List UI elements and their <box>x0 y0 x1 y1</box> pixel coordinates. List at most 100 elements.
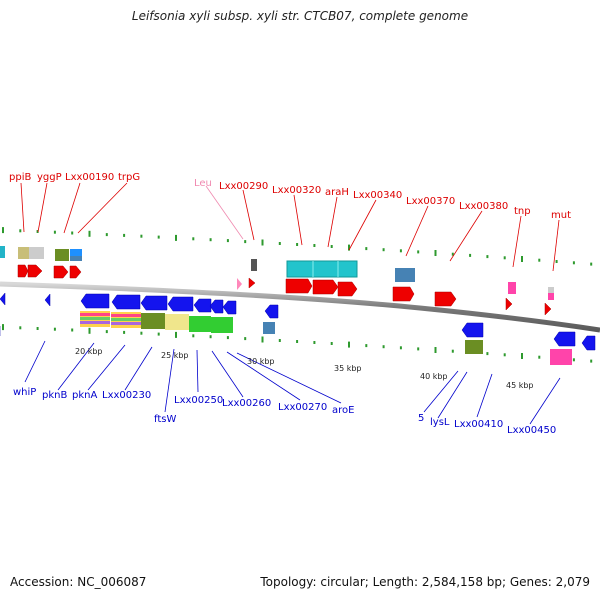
scale-tick <box>486 255 489 259</box>
scale-tick <box>53 230 56 234</box>
leu-leader <box>205 185 244 240</box>
scale-tick <box>261 239 264 246</box>
scale-tick <box>572 261 575 265</box>
multi-color-band <box>80 311 141 328</box>
scale-tick <box>123 233 126 237</box>
scale-45kbp: 45 kbp <box>506 381 534 390</box>
scale-tick <box>71 328 74 332</box>
bottom-leaders <box>24 340 561 425</box>
scale-tick <box>330 245 333 248</box>
label-Leu: Leu <box>194 178 212 189</box>
top-leaders <box>20 182 560 272</box>
scale-tick <box>330 342 333 345</box>
scale-tick <box>521 256 523 262</box>
scale-tick <box>226 239 229 243</box>
scale-tick <box>469 253 472 257</box>
scale-tick <box>157 235 160 239</box>
scale-tick <box>209 335 212 339</box>
label-Lxx00190: Lxx00190 <box>65 172 114 183</box>
scale-tick <box>175 331 177 338</box>
scale-tick <box>399 346 402 350</box>
scale-tick <box>451 252 454 256</box>
scale-tick <box>382 345 385 349</box>
scale-tick <box>451 349 454 353</box>
scale-tick <box>348 244 350 251</box>
label-Lxx00380: Lxx00380 <box>459 201 508 212</box>
label-Lxx00270: Lxx00270 <box>278 402 327 413</box>
scale-tick <box>278 339 281 342</box>
label-whiP: whiP <box>13 387 36 398</box>
top-tick-row <box>2 227 593 266</box>
scale-tick <box>417 347 420 351</box>
scale-30kbp: 30 kbp <box>247 357 275 366</box>
reverse-genes <box>0 292 596 351</box>
scale-tick <box>434 250 437 256</box>
scale-20kbp: 20 kbp <box>75 347 103 356</box>
label-Lxx00450: Lxx00450 <box>507 425 556 436</box>
label-trpG: trpG <box>118 172 140 183</box>
scale-tick <box>19 229 22 233</box>
label-5: 5 <box>418 413 424 424</box>
scale-tick <box>123 330 126 334</box>
label-mut: mut <box>551 210 571 221</box>
label-araH: araH <box>325 187 349 198</box>
scale-tick <box>244 240 247 244</box>
scale-40kbp: 40 kbp <box>420 372 448 381</box>
scale-tick <box>244 337 247 341</box>
label-aroE: aroE <box>332 405 354 416</box>
scale-tick <box>261 336 264 343</box>
forward-genes <box>17 264 552 316</box>
scale-tick <box>365 344 368 348</box>
scale-tick <box>226 336 229 340</box>
scale-tick <box>105 330 108 334</box>
label-ppiB: ppiB <box>9 172 31 183</box>
scale-tick <box>399 249 402 253</box>
scale-35kbp: 35 kbp <box>334 364 362 373</box>
scale-tick <box>209 238 212 242</box>
scale-tick <box>105 233 108 237</box>
top-gene-labels: ppiB yggP Lxx00190 trpG Leu Lxx00290 Lxx… <box>9 172 571 221</box>
scale-tick <box>313 244 316 247</box>
scale-tick <box>365 247 368 251</box>
bottom-gene-labels: whiP pknB pknA Lxx00230 ftsW Lxx00250 Lx… <box>13 387 556 436</box>
scale-tick <box>192 334 195 338</box>
scale-tick <box>313 341 316 344</box>
scale-tick <box>590 262 593 266</box>
label-lysL: lysL <box>430 417 450 428</box>
scale-tick <box>175 234 177 241</box>
scale-tick <box>192 237 195 241</box>
label-Lxx00290: Lxx00290 <box>219 181 268 192</box>
scale-tick <box>157 332 160 336</box>
gene-bands <box>0 246 572 365</box>
scale-tick <box>486 352 489 356</box>
scale-tick <box>434 347 437 353</box>
scale-tick <box>590 359 593 363</box>
scale-tick <box>555 260 558 263</box>
scale-tick <box>19 326 22 330</box>
scale-labels: 20 kbp 25 kbp 30 kbp 35 kbp 40 kbp 45 kb… <box>75 347 534 390</box>
label-tnp: tnp <box>514 206 531 217</box>
scale-tick <box>53 327 56 331</box>
scale-tick <box>36 327 39 330</box>
scale-tick <box>71 231 74 235</box>
label-pknA: pknA <box>72 390 97 401</box>
accession-text: Accession: NC_006087 <box>10 575 147 589</box>
label-Lxx00410: Lxx00410 <box>454 419 503 430</box>
genome-summary: Topology: circular; Length: 2,584,158 bp… <box>260 575 590 589</box>
scale-tick <box>140 234 143 238</box>
scale-tick <box>88 230 91 237</box>
genome-backbone <box>0 281 600 333</box>
scale-tick <box>2 324 4 331</box>
scale-tick <box>278 242 281 245</box>
scale-tick <box>538 258 541 262</box>
scale-tick <box>348 341 350 348</box>
label-Lxx00260: Lxx00260 <box>222 398 271 409</box>
scale-tick <box>572 358 575 362</box>
label-Lxx00340: Lxx00340 <box>353 190 402 201</box>
scale-tick <box>140 331 143 335</box>
label-Lxx00230: Lxx00230 <box>102 390 151 401</box>
label-yggP: yggP <box>37 172 62 183</box>
scale-tick <box>503 353 506 357</box>
scale-tick <box>296 340 299 343</box>
